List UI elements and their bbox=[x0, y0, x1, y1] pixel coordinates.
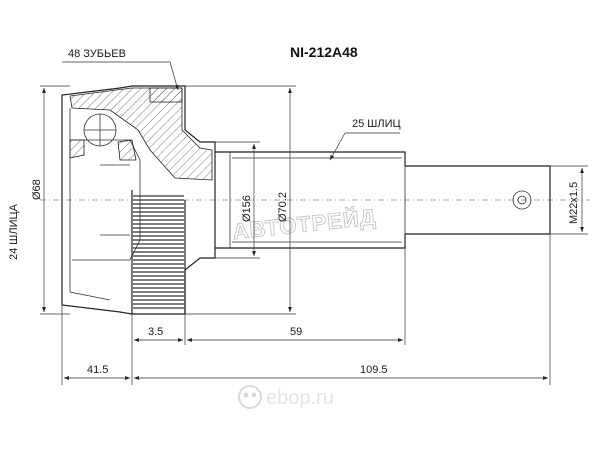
brand-watermark: АВТОТРЕЙД bbox=[231, 204, 377, 244]
dim-dia-156: Ø156 bbox=[215, 141, 260, 259]
teeth-callout: 48 ЗУБЬЕВ bbox=[62, 48, 179, 91]
shaft bbox=[215, 151, 551, 249]
outer-splines-label: 25 ШЛИЦ bbox=[352, 118, 401, 130]
dia-156-label: Ø156 bbox=[241, 195, 253, 222]
site-watermark: ebop.ru bbox=[238, 385, 334, 409]
part-number: NI-212A48 bbox=[290, 44, 358, 60]
dim-inner-dia: 24 ШЛИЦА Ø68 bbox=[8, 85, 70, 315]
len-41-5-label: 41.5 bbox=[87, 364, 108, 376]
len-59-label: 59 bbox=[290, 326, 302, 338]
dim-lengths-upper: 3.5 59 bbox=[131, 248, 406, 345]
len-3-5-label: 3.5 bbox=[148, 326, 163, 338]
owl-icon bbox=[238, 385, 262, 409]
outer-splines-callout: 25 ШЛИЦ bbox=[329, 118, 401, 161]
dim-dia-70-2: Ø70.2 bbox=[185, 85, 296, 315]
dim-thread: M22x1.5 bbox=[550, 165, 588, 235]
dim-lengths-lower: 41.5 109.5 bbox=[61, 234, 551, 385]
inner-splines-label: 24 ШЛИЦА bbox=[8, 203, 20, 260]
abs-ring bbox=[133, 195, 184, 309]
dia-68-label: Ø68 bbox=[31, 179, 43, 200]
site-watermark-text: ebop.ru bbox=[266, 387, 334, 409]
thread-label: M22x1.5 bbox=[568, 182, 580, 224]
len-109-5-label: 109.5 bbox=[360, 364, 388, 376]
dia-70-2-label: Ø70.2 bbox=[277, 192, 289, 222]
teeth-label: 48 ЗУБЬЕВ bbox=[68, 48, 126, 60]
pin-hole bbox=[512, 190, 532, 210]
joint-housing bbox=[61, 85, 216, 315]
